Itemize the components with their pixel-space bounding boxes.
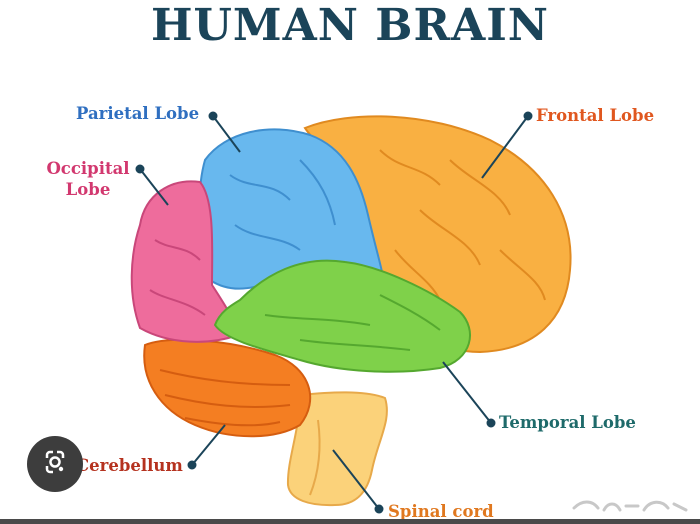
spinal-cord-region [286,391,388,507]
frontal-leader-line [481,115,529,179]
temporal-lobe-label: Temporal Lobe [499,413,636,432]
google-lens-icon[interactable] [27,436,83,492]
occipital-label-line2: Lobe [65,180,111,199]
cerebellum-label: Cerebellum [76,456,183,475]
occipital-label-line1: Occipital [46,159,130,178]
lens-glyph-icon [45,450,65,474]
occipital-lobe-label: Occipital Lobe [44,158,132,200]
temporal-leader-line [442,361,492,424]
spinal-leader-line [332,449,380,510]
temporal-lobe-region [213,259,471,373]
cerebellum-leader-line [191,424,226,466]
spinal-cord-label: Spinal cord [388,502,494,521]
spinal-leader-dot [374,504,384,514]
frontal-leader-dot [523,111,533,121]
cerebellum-region [143,338,312,438]
occipital-leader-line [139,168,169,206]
occipital-leader-dot [135,164,145,174]
haraj-watermark [568,494,696,516]
parietal-leader-line [212,115,241,153]
bottom-bar [0,519,700,524]
frontal-lobe-label: Frontal Lobe [536,106,655,125]
temporal-leader-dot [486,418,496,428]
parietal-leader-dot [208,111,218,121]
parietal-lobe-label: Parietal Lobe [76,104,200,123]
haraj-watermark-icon [572,500,688,512]
cerebellum-leader-dot [187,460,197,470]
page-title: HUMAN BRAIN [150,0,550,51]
